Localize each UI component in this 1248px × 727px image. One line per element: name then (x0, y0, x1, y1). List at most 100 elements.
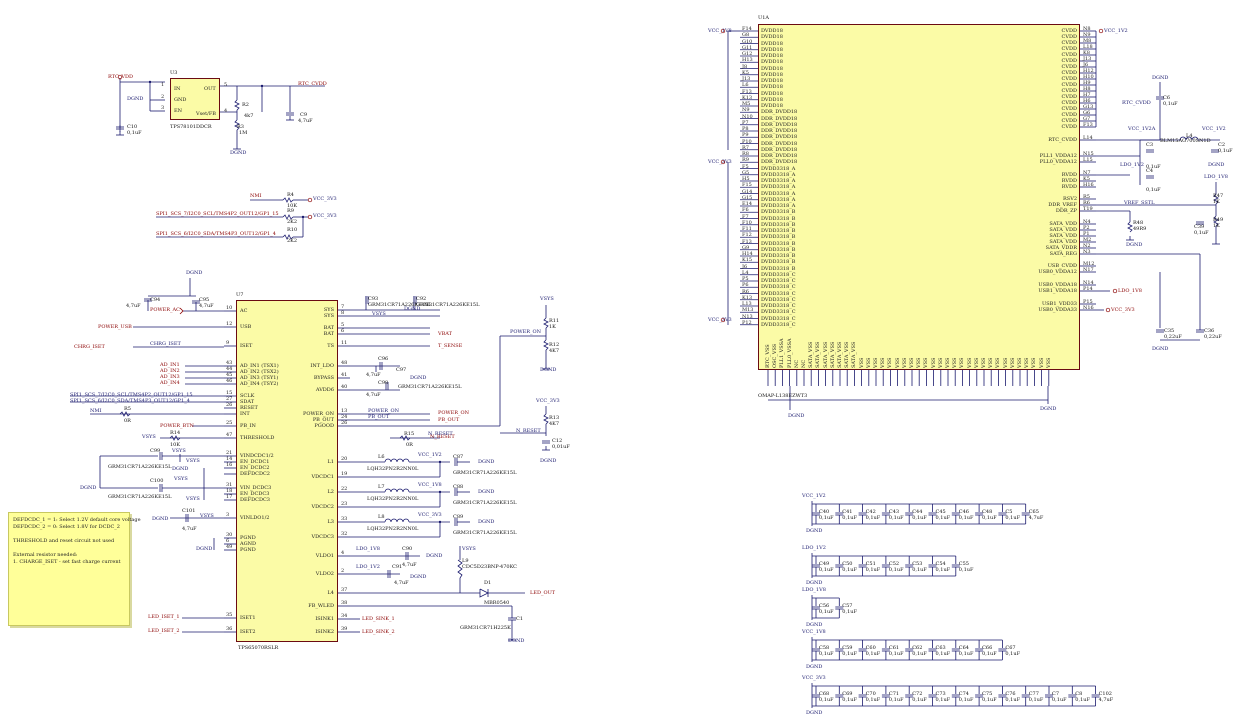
cap-ref: C43 (888, 509, 900, 515)
u1-pin-number: E14 (742, 201, 753, 207)
power-port-icon (720, 28, 726, 34)
u7-pin-label: VLDO2 (315, 571, 334, 577)
u7-pin-label: BYPASS (313, 375, 334, 381)
u1-pin-label: CVDD (1061, 100, 1077, 106)
vcc3v3-r13: VCC_3V3 (536, 398, 560, 404)
c98-part: GRM31CR71A226KE15L (398, 384, 462, 390)
r9-value: 2K2 (287, 219, 298, 225)
cap-value: 0,1uF (982, 697, 997, 703)
dgnd-r12: DGND (540, 367, 557, 373)
u1-pin-label: DVDD3318_A (761, 203, 796, 209)
vcc-3v3-usb: VCC_3V3 (1111, 307, 1135, 313)
u1-bottom-pin-label: VSS (973, 357, 980, 368)
c100-ref: C100 (150, 478, 164, 484)
dcdc-rail: VCC_1V8 (418, 482, 442, 488)
u1-pin-label: DVDD18 (761, 28, 783, 34)
u3-pin-vset: Vset/FB (196, 111, 216, 117)
vsys-label-2: VSYS (172, 448, 186, 454)
dgnd-c97: DGND (410, 375, 427, 381)
u7-pin-number: 7 (341, 304, 345, 310)
u1-pin-label: DDR_DVDD18 (761, 121, 798, 128)
u1-pin-label: USB0_VDDA12 (1038, 269, 1077, 275)
r11-value: 1K (549, 324, 556, 330)
u1-pin-label: DVDD3318_B (761, 221, 796, 228)
cap-ref: C51 (865, 561, 876, 567)
cap-value: 0,1uF (865, 567, 881, 573)
dgnd-c1: DGND (508, 638, 525, 644)
u7-pin-number: 2 (341, 568, 345, 574)
u1-pin-number: L4 (742, 269, 749, 276)
junction-dot (438, 460, 442, 464)
u1-pin-label: CVDD (1061, 40, 1077, 46)
u1-pin-number: P14 (1083, 286, 1093, 292)
u1-pin-number: P1 (1083, 231, 1090, 237)
u1-pin-number: T19 (1083, 206, 1093, 212)
u3-pin-out: OUT (204, 86, 216, 92)
bank-dgnd: DGND (806, 622, 823, 628)
r3-ref: R3 (237, 124, 244, 130)
u1-pin-label: DDR_DVDD18 (761, 159, 798, 166)
net-power-usb: POWER_USB (98, 324, 132, 330)
c91-ref: C91 (392, 564, 403, 570)
u1-pin-number: H9 (1083, 80, 1091, 86)
u7-pin-label: AD_IN4 (TSY2) (240, 381, 279, 387)
c2-ref: C2 (1218, 142, 1226, 148)
cap-value: 4,7uF (1028, 515, 1044, 521)
u1-pin-number: G7 (1083, 116, 1091, 122)
u1-pin-number: M12 (1083, 261, 1095, 267)
u1-pin-number: J6 (742, 263, 748, 270)
bank-dgnd: DGND (806, 710, 823, 716)
u7-pin-label: POWER_ON (303, 411, 334, 417)
r5-ref: R5 (124, 406, 131, 412)
u1-pin-number: F12 (742, 232, 752, 239)
u3-pin-n1: 1 (161, 82, 165, 88)
u1-pin-label: DVDD3318_C (761, 315, 796, 322)
u1-pin-label: DVDD3318_B (761, 228, 796, 234)
net-vbat: VBAT (438, 331, 452, 337)
cap-value: 0,1uF (935, 651, 951, 657)
u7-pin-label: EN_DCDC3 (240, 491, 270, 497)
u1-pin-label: DDR_DVDD18 (761, 115, 798, 122)
u7-pin-label: VINDCDC1/2 (240, 453, 274, 459)
u3-pin-n4: 4 (224, 108, 228, 114)
n-reset-mid: N_RESET (428, 431, 453, 437)
power-on-upper: POWER_ON (510, 329, 541, 335)
u7-pin-number: 13 (341, 408, 348, 414)
u1-pin-number: H12 (1083, 68, 1094, 74)
u1-pin-label: CVDD (1061, 118, 1077, 124)
u1-pin-number: R6 (1083, 200, 1090, 206)
u1-pin-label: USB0_VDDA18 (1038, 282, 1077, 288)
u1-pin-label: DVDD3318_B (761, 265, 796, 272)
u7-pin-label: L4 (327, 590, 334, 596)
u1-pin-label: DVDD18 (761, 78, 783, 84)
c9-ref: C9 (300, 112, 308, 118)
c93-ref: C93 (368, 296, 379, 302)
net-pb-out: PB_OUT (438, 417, 460, 423)
u7-pin-label: AC (240, 308, 248, 314)
cap-value: 0,1uF (935, 567, 951, 573)
resistor-icon (543, 339, 549, 351)
u1-pin-label: DVDD3318_C (761, 321, 796, 328)
u7-pin-number: 33 (341, 516, 348, 522)
u1-pin-label: CVDD (1061, 124, 1077, 130)
r15-value: 0R (406, 442, 413, 448)
cap-value: 0,1uF (982, 651, 997, 657)
u7-pin-number: 44 (226, 366, 233, 372)
r13-value: 4K7 (549, 421, 560, 427)
u1-bottom-pin-label: VSS (959, 357, 966, 368)
cap-value: 4,7uF (1098, 697, 1114, 703)
u7-pin-number: 14 (226, 456, 233, 462)
c95-value: 4,7uF (199, 303, 214, 309)
cap-ref: C48 (982, 509, 993, 515)
c91-value: 4,7uF (394, 580, 409, 586)
u1-bottom-pin-label: VSS (887, 357, 894, 368)
u1-bottom-pin-label: SATA_VSS (837, 341, 843, 368)
u1-pin-label: DVDD3318_B (761, 259, 796, 266)
cap-ref: C8 (1075, 691, 1083, 697)
u1-pin-label: DVDD3318_C (761, 290, 796, 297)
r13-ref: R13 (549, 415, 560, 421)
c90-ref: C90 (402, 546, 413, 552)
decoupling-rail: LDO_1V2 (802, 545, 826, 551)
u1-pin-label: DVDD18 (761, 84, 783, 91)
